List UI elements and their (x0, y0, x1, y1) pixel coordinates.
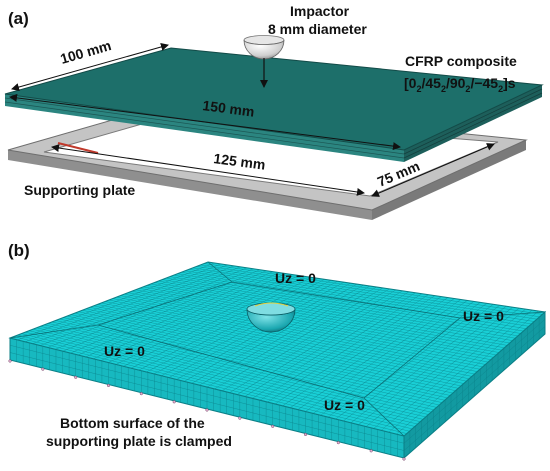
mesh-side-grid (9, 317, 546, 457)
dim-150mm-line (9, 93, 401, 151)
bc-label-left: Uz = 0 (104, 343, 145, 359)
clamp-node (106, 383, 111, 388)
clamp-node (336, 441, 340, 445)
clamp-node (41, 367, 45, 371)
impactor-diameter: 8 mm diameter (268, 21, 367, 37)
clamp-node (139, 392, 143, 396)
impactor (243, 35, 285, 88)
mesh-impactor (246, 302, 296, 333)
bc-label-top: Uz = 0 (275, 270, 316, 286)
mesh-model (8, 261, 547, 461)
clamp-node (402, 457, 406, 461)
dim-150mm-label: 150 mm (202, 97, 256, 120)
dim-125mm-label: 125 mm (213, 150, 267, 173)
panel-a-label: (a) (8, 9, 29, 28)
clamp-node (238, 416, 242, 420)
clamp-node (271, 424, 275, 428)
clamp-markers (8, 359, 406, 461)
bc-label-bottom: Uz = 0 (324, 397, 365, 413)
clamp-node (74, 375, 78, 379)
clamp-node (303, 432, 308, 437)
supporting-plate-label: Supporting plate (24, 182, 135, 198)
panel-b-label: (b) (8, 241, 30, 260)
mesh-impactor-rim (246, 302, 296, 316)
clamp-note-line2: supporting plate is clamped (46, 433, 232, 449)
bc-label-right: Uz = 0 (463, 308, 504, 324)
clamp-note-line1: Bottom surface of the (60, 415, 205, 431)
panel-b: (b) Uz = 0 Uz = 0 Uz = (8, 241, 547, 461)
dim-75mm-line (371, 143, 495, 197)
dim-100mm-line (11, 43, 169, 91)
dim-125mm-line (51, 144, 365, 196)
panel-a: (a) Impactor 8 mm diameter C (4, 3, 544, 220)
mesh-top-grid (13, 262, 543, 435)
composite-title: CFRP composite (405, 53, 517, 69)
impactor-title: Impactor (290, 3, 350, 19)
clamp-node (8, 359, 12, 363)
composite-side-right (404, 85, 542, 162)
composite-layup: [02/452/902/−452]s (404, 75, 516, 94)
clamp-node (369, 449, 373, 453)
impactor-dome (243, 39, 285, 60)
clamp-node (172, 400, 176, 404)
clamp-node (205, 408, 209, 412)
